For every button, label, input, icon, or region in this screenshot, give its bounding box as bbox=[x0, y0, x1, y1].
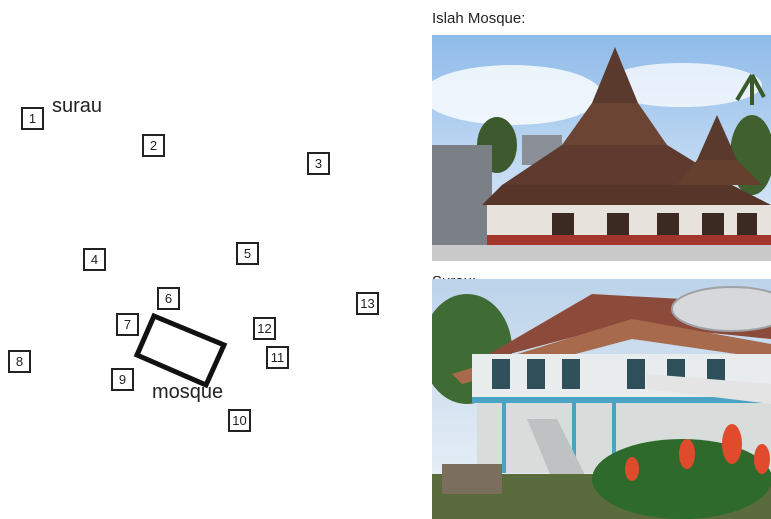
marker-9: 9 bbox=[111, 368, 134, 391]
marker-1: 1 bbox=[21, 107, 44, 130]
surau-label: surau bbox=[52, 95, 103, 117]
marker-8: 8 bbox=[8, 350, 31, 373]
marker-11: 11 bbox=[266, 346, 289, 369]
marker-4: 4 bbox=[83, 248, 106, 271]
marker-7: 7 bbox=[116, 313, 139, 336]
marker-12: 12 bbox=[253, 317, 276, 340]
mosque-photo bbox=[432, 35, 771, 261]
marker-10: 10 bbox=[228, 409, 251, 432]
marker-5: 5 bbox=[236, 242, 259, 265]
marker-3: 3 bbox=[307, 152, 330, 175]
surau-photo bbox=[432, 279, 771, 519]
marker-13: 13 bbox=[356, 292, 379, 315]
location-map: surau mosque 1 2 3 4 5 6 7 8 9 10 11 12 … bbox=[8, 95, 379, 432]
marker-6: 6 bbox=[157, 287, 180, 310]
marker-2: 2 bbox=[142, 134, 165, 157]
mosque-photo-title: Islah Mosque: bbox=[432, 10, 526, 27]
mosque-footprint bbox=[133, 312, 228, 389]
